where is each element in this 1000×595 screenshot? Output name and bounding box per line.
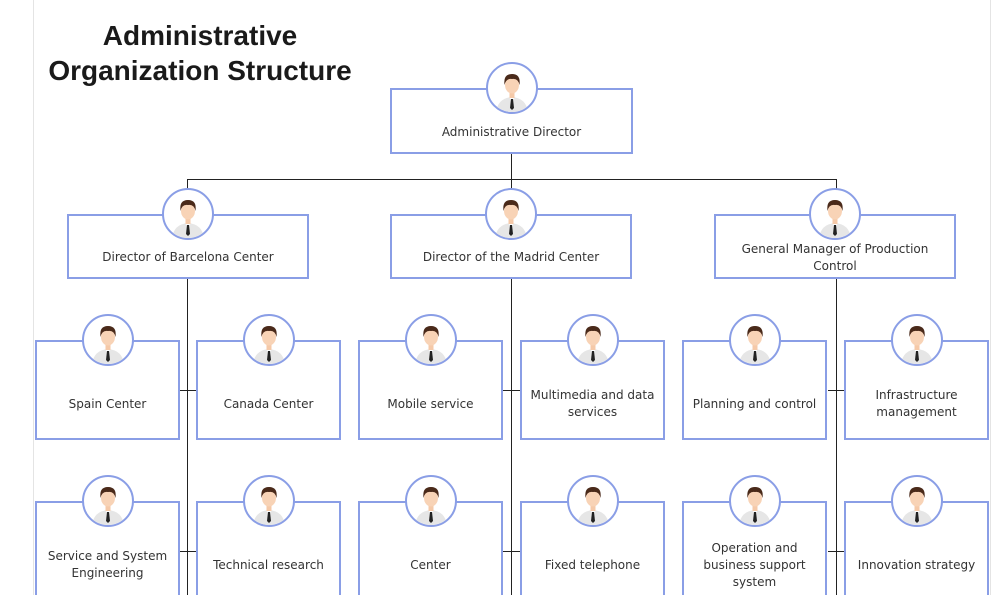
node-label: Planning and control xyxy=(692,396,817,411)
person-avatar-icon xyxy=(890,475,943,527)
node-label: Operation and business support system xyxy=(703,540,806,589)
person-avatar-icon xyxy=(404,475,457,527)
person-avatar-icon xyxy=(566,314,619,366)
person-avatar-icon xyxy=(81,314,134,366)
person-avatar-icon xyxy=(485,62,538,114)
connector-line xyxy=(187,278,188,595)
connector-line xyxy=(179,551,196,552)
person-avatar-icon xyxy=(890,314,943,366)
connector-line xyxy=(179,390,196,391)
connector-line xyxy=(187,179,837,180)
node-label: Infrastructure management xyxy=(875,388,958,419)
node-label: Director of the Madrid Center xyxy=(422,250,600,264)
connector-line xyxy=(828,551,845,552)
connector-line xyxy=(503,551,520,552)
page-border-right xyxy=(990,0,991,595)
connector-line xyxy=(511,153,512,179)
chart-title: Administrative Organization Structure xyxy=(48,20,352,86)
person-avatar-icon xyxy=(728,314,781,366)
person-avatar-icon xyxy=(485,188,537,240)
person-avatar-icon xyxy=(809,188,861,240)
node-label: Service and System Engineering xyxy=(47,549,168,580)
person-avatar-icon xyxy=(162,188,214,240)
node-label: Canada Center xyxy=(223,396,314,411)
node-label: Mobile service xyxy=(387,396,474,411)
page-border-left xyxy=(33,0,34,595)
person-avatar-icon xyxy=(242,314,295,366)
person-avatar-icon xyxy=(566,475,619,527)
connector-line xyxy=(511,278,512,595)
person-avatar-icon xyxy=(404,314,457,366)
node-label: Fixed telephone xyxy=(544,557,641,572)
node-label: Innovation strategy xyxy=(857,557,976,572)
node-department[interactable]: Planning and control xyxy=(682,340,827,440)
node-label: Director of Barcelona Center xyxy=(102,250,274,264)
person-avatar-icon xyxy=(728,475,781,527)
connector-line xyxy=(836,278,837,595)
connector-line xyxy=(503,390,520,391)
connector-line xyxy=(828,390,845,391)
node-label: General Manager of Production Control xyxy=(741,241,929,273)
node-department[interactable]: Multimedia and data services xyxy=(520,340,665,440)
node-label: Administrative Director xyxy=(441,124,582,139)
person-avatar-icon xyxy=(242,475,295,527)
person-avatar-icon xyxy=(81,475,134,527)
node-label: Technical research xyxy=(213,557,324,572)
node-department[interactable]: Service and System Engineering xyxy=(35,501,180,595)
node-label: Spain Center xyxy=(68,396,147,411)
node-label: Multimedia and data services xyxy=(530,388,655,419)
node-label: Center xyxy=(410,557,451,572)
